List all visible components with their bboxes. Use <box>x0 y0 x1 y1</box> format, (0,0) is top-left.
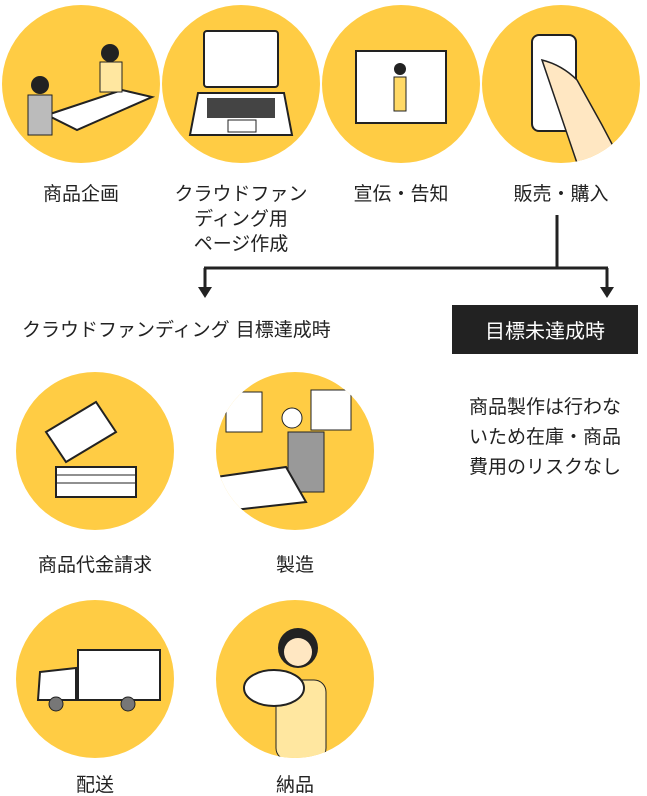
description-line: いため在庫・商品 <box>468 426 621 448</box>
truck-illustration <box>36 649 161 712</box>
branch-arrows <box>198 215 614 298</box>
video-illustration <box>355 50 447 124</box>
description-line: 費用のリスクなし <box>468 456 621 478</box>
step-planning-circle <box>2 5 160 163</box>
money-illustration <box>44 400 137 498</box>
delivery-circle <box>216 600 374 758</box>
step-sales-circle <box>482 5 640 163</box>
meeting-illustration <box>27 44 156 136</box>
step-promotion-label: 宣伝・告知 <box>353 183 449 205</box>
success-title: クラウドファンディング 目標達成時 <box>22 319 331 341</box>
step-promotion-circle <box>322 5 480 163</box>
billing-label: 商品代金請求 <box>37 554 152 576</box>
smartphone-illustration <box>531 34 623 163</box>
manufacturing-circle <box>216 372 374 530</box>
shipping-label: 配送 <box>75 774 114 796</box>
failure-description: 商品製作は行わな いため在庫・商品 費用のリスクなし <box>438 392 647 482</box>
step-planning-label: 商品企画 <box>42 183 119 205</box>
step-page-creation-label: クラウドファン ディング用 ページ作成 <box>162 182 320 257</box>
label-line: ディング用 <box>194 208 288 230</box>
billing-circle <box>16 372 174 530</box>
laptop-illustration <box>188 30 294 136</box>
delivery-label: 納品 <box>275 774 314 796</box>
shipping-circle <box>16 600 174 758</box>
arrow-down-icon <box>600 287 614 298</box>
step-sales-label: 販売・購入 <box>513 183 609 205</box>
arrow-down-icon <box>198 287 212 298</box>
delivery-illustration <box>243 628 327 758</box>
failure-title-box: 目標未達成時 <box>452 305 638 354</box>
description-line: 商品製作は行わな <box>468 396 621 418</box>
label-line: ページ作成 <box>193 233 289 255</box>
label-line: クラウドファン <box>174 183 308 205</box>
manufacturing-illustration <box>216 389 352 514</box>
manufacturing-label: 製造 <box>275 554 314 576</box>
step-page-creation-circle <box>162 5 320 163</box>
